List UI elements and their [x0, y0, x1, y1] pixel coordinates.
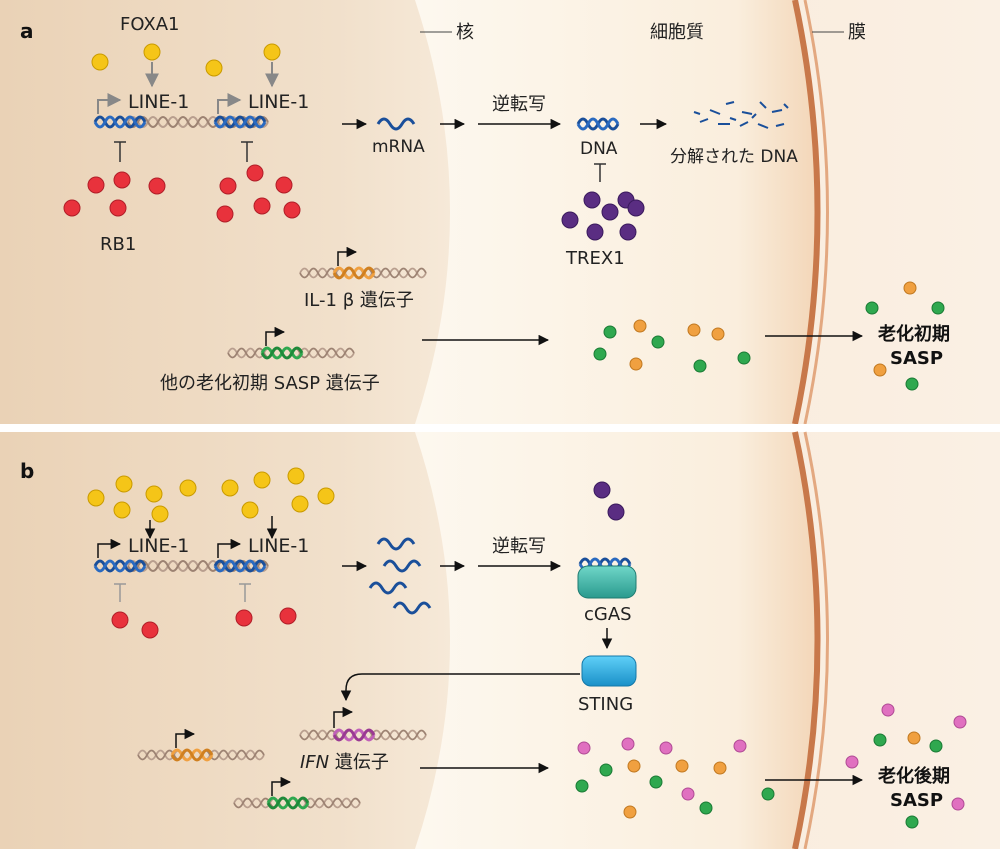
trex1-molecules-b [593, 481, 625, 521]
line1-label-a1: LINE-1 [128, 91, 189, 113]
il1b-gene-label: IL-1 β 遺伝子 [304, 290, 414, 311]
rb1-weak-inhibition-bars [114, 583, 251, 602]
early-sasp-label-line1: 老化初期 [878, 323, 950, 345]
degraded-dna-fragments [693, 101, 789, 129]
foxa1-molecules [91, 43, 281, 77]
line1-label-a2: LINE-1 [248, 91, 309, 113]
late-sasp-label-line1: 老化後期 [878, 765, 950, 787]
rt-label-b: 逆転写 [492, 536, 546, 557]
panel-b-membrane-line-outer [803, 431, 829, 849]
panel-b-membrane-line [792, 431, 821, 849]
panel-b-nucleus [0, 432, 450, 849]
svg-text:IFN 遺伝子: IFN 遺伝子 [300, 752, 389, 773]
rb1-label: RB1 [100, 234, 136, 255]
ifn-gene-suffix: 遺伝子 [329, 752, 389, 773]
panel-a-membrane-line-outer [803, 0, 829, 425]
rb1-molecules [63, 164, 301, 223]
other-sasp-gene [227, 346, 355, 360]
panel-a-membrane-line [792, 0, 821, 425]
panel-b: b LINE-1 LINE-1 [0, 431, 1000, 849]
panel-label-b: b [20, 459, 34, 483]
rt-label-a: 逆転写 [492, 94, 546, 115]
rb1-inhibition-bars [114, 141, 253, 162]
il1b-gene [299, 266, 427, 280]
line1-label-b1: LINE-1 [128, 535, 189, 557]
foxa1-molecules-b [87, 467, 335, 523]
early-sasp-label-line2: SASP [890, 348, 943, 369]
mrna-label: mRNA [372, 137, 425, 157]
trex1-inhibition-bar [594, 163, 606, 182]
cgas-label: cGAS [584, 604, 632, 625]
foxa1-label: FOXA1 [120, 14, 179, 35]
degraded-dna-label: 分解された DNA [670, 147, 798, 167]
early-sasp-cytoplasm [593, 319, 751, 373]
membrane-label: 膜 [848, 22, 866, 43]
late-sasp-secreted [845, 703, 967, 829]
panel-b-cytoplasm [415, 432, 818, 849]
cytoplasmic-dna-a [576, 117, 620, 131]
line1-dna-strand-a [93, 117, 268, 127]
cgas-protein [577, 565, 637, 599]
late-sasp-label-line2: SASP [890, 790, 943, 811]
panel-label-a: a [20, 19, 34, 43]
sting-protein [581, 655, 637, 687]
line1-label-b2: LINE-1 [248, 535, 309, 557]
cytoplasm-label: 細胞質 [650, 22, 704, 43]
sting-to-ifn-arrow [340, 673, 580, 702]
other-sasp-gene-label: 他の老化初期 SASP 遺伝子 [160, 373, 380, 394]
mrna-strand [376, 117, 416, 131]
panel-a: a 核 細胞質 膜 FOXA1 LINE-1 LINE-1 [0, 0, 1000, 425]
late-sasp-cytoplasm [575, 737, 775, 819]
line1-dna-strand-b [93, 561, 268, 571]
trex1-molecules [561, 191, 645, 241]
ifn-gene-italic: IFN [300, 752, 329, 773]
panel-divider [0, 424, 1000, 432]
mrna-strands-b [368, 537, 432, 615]
early-sasp-secreted [865, 281, 945, 391]
nucleus-label: 核 [456, 22, 474, 43]
orange-gene-b [137, 748, 265, 762]
sting-label: STING [578, 694, 633, 715]
dna-label: DNA [580, 139, 618, 159]
green-gene-b [233, 796, 361, 810]
ifn-gene [299, 728, 427, 742]
rb1-molecules-b [111, 607, 297, 639]
trex1-label: TREX1 [565, 248, 625, 269]
